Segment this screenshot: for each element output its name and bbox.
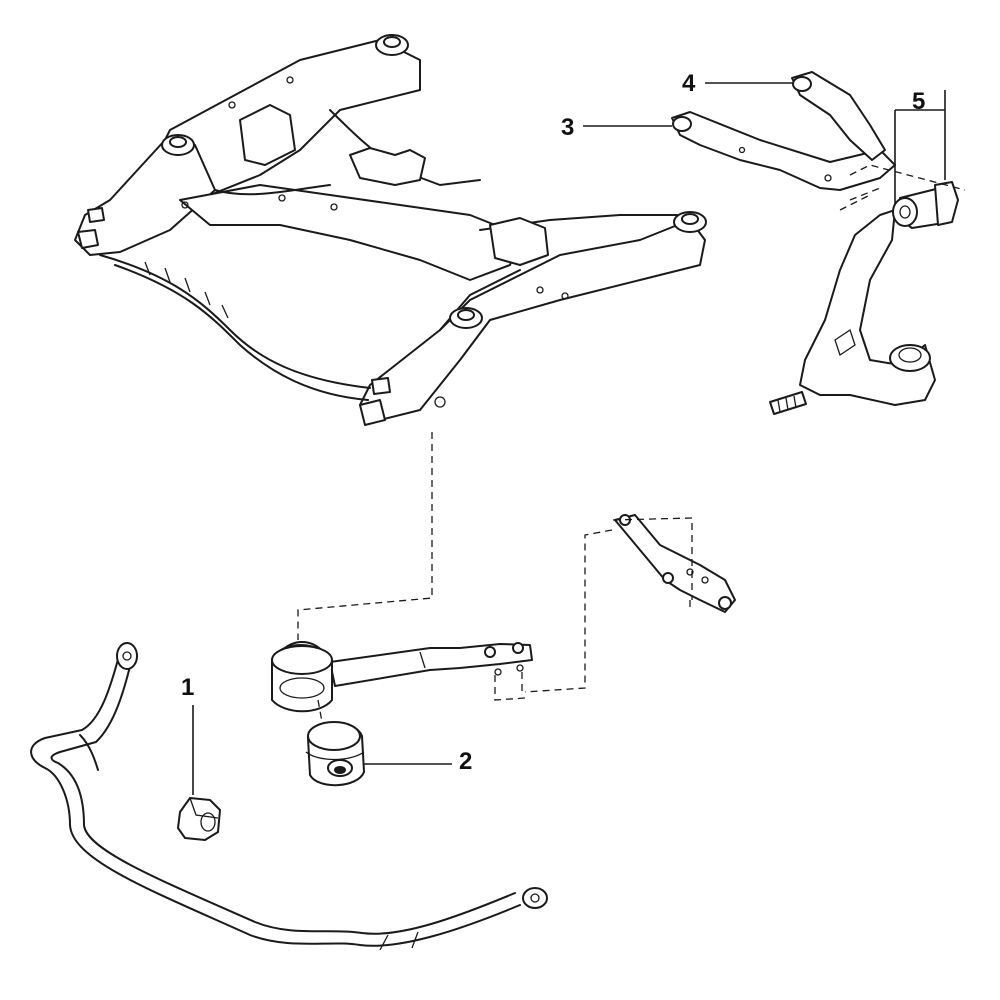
callout-leaders: [192, 82, 946, 795]
stabilizer-bushing-1: [177, 797, 221, 841]
callout-1: 1: [181, 674, 195, 701]
steering-knuckle: [769, 209, 936, 415]
leader-5: [894, 90, 946, 205]
bushing-5: [839, 164, 966, 229]
tension-rod: [271, 641, 533, 723]
callout-3: 3: [561, 114, 575, 141]
callout-2: 2: [459, 748, 473, 775]
callout-5: 5: [912, 88, 926, 115]
callout-4: 4: [682, 70, 696, 97]
bushing-2: [305, 721, 365, 787]
front-subframe: [74, 34, 707, 640]
link-bracket: [524, 514, 736, 693]
stabilizer-bar: [30, 642, 548, 951]
upper-control-arm: [671, 71, 896, 191]
